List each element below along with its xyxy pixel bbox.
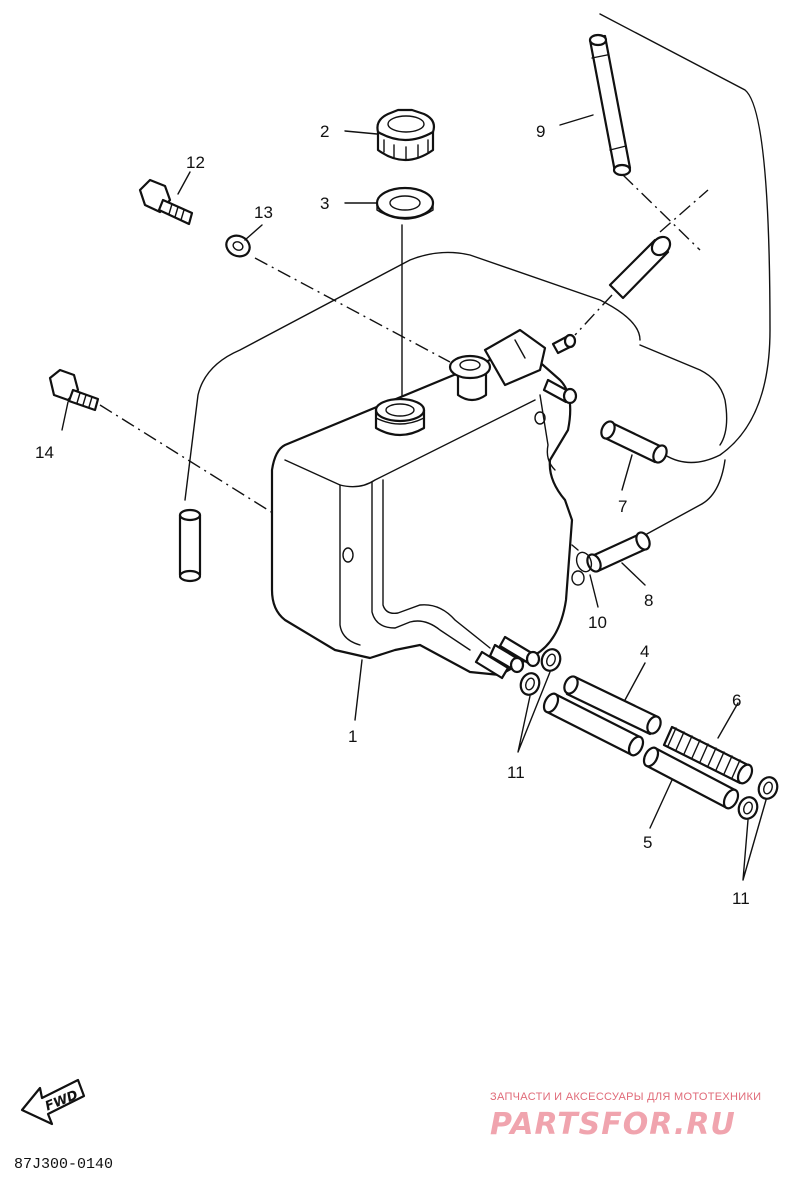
oil-tank-nipple-right	[542, 378, 578, 405]
oil-tank-recess-inner	[382, 479, 491, 649]
oil-tank-mount-hole-2	[534, 411, 546, 425]
spring-6	[662, 725, 754, 785]
clip-10	[571, 544, 593, 573]
leader-7	[621, 454, 633, 491]
callouts: 2 3 12 13 14 9 7 8 10 1 4 6 5 11 11	[35, 122, 750, 908]
callout-2: 2	[320, 122, 329, 141]
leader-5	[649, 779, 673, 829]
hose-short-upper	[608, 235, 672, 300]
hose-loop-line	[184, 251, 641, 501]
callout-9: 9	[536, 122, 545, 141]
callout-11-right: 11	[732, 889, 750, 908]
oil-tank-front-edge	[339, 484, 361, 646]
washer-13	[225, 234, 251, 258]
oil-tank-body	[270, 350, 574, 677]
oil-tank-bracket	[483, 328, 547, 387]
leader-lines	[61, 114, 767, 881]
hose-9	[588, 33, 632, 177]
leader-10	[589, 574, 599, 608]
oil-tank-bracket-slot	[514, 339, 526, 359]
fwd-arrow: FWD	[20, 1078, 86, 1126]
callout-7: 7	[618, 497, 627, 516]
oil-tank-mount-hole-3	[571, 570, 585, 586]
callout-12: 12	[186, 153, 205, 172]
callout-1: 1	[348, 727, 357, 746]
callout-14: 14	[35, 443, 54, 462]
callout-5: 5	[643, 833, 652, 852]
drawing-code: 87J300-0140	[14, 1156, 113, 1173]
leader-9	[559, 114, 594, 126]
leader-1	[354, 659, 363, 721]
leader-2	[344, 130, 378, 135]
hose-8	[586, 531, 651, 573]
oil-tank	[270, 328, 585, 680]
hose-route-line-9	[622, 174, 701, 251]
leader-4	[624, 662, 646, 701]
ref-line-13	[254, 257, 451, 363]
oil-tank-outlet-nipples	[474, 635, 541, 680]
leader-12	[177, 171, 191, 195]
callout-10: 10	[588, 613, 607, 632]
reference-lines	[99, 13, 771, 556]
leader-6	[717, 702, 739, 739]
callout-8: 8	[644, 591, 653, 610]
bolt-14	[48, 368, 100, 412]
bolt-12	[138, 178, 194, 226]
ref-line-8	[644, 459, 726, 536]
leader-11-left	[517, 671, 551, 753]
hose-4-lower	[542, 692, 645, 757]
cap-gasket	[375, 186, 435, 220]
watermark-tagline: ЗАПЧАСТИ И АКСЕССУАРЫ ДЛЯ МОТОТЕХНИКИ	[490, 1091, 761, 1103]
hose-short-left	[178, 508, 202, 583]
oil-tank-fitting-grommet	[448, 354, 492, 402]
leader-8	[621, 562, 646, 586]
callout-11-left: 11	[507, 763, 525, 782]
hose-route-dash-top	[659, 189, 709, 233]
leader-13	[244, 224, 263, 241]
leader-11-right	[742, 799, 767, 881]
hose-route-line-right	[599, 13, 771, 464]
clamp-11-left	[519, 648, 562, 696]
oil-tank-recess	[371, 481, 471, 651]
oil-tank-cap	[376, 108, 436, 162]
hose-4	[563, 675, 662, 736]
callout-3: 3	[320, 194, 329, 213]
hose-route-dash-mid	[574, 294, 613, 336]
watermark-brand: PARTSFOR.RU	[490, 1107, 736, 1142]
oil-tank-filler-neck	[374, 397, 426, 437]
clamp-11-right	[737, 776, 779, 820]
watermark: ЗАПЧАСТИ И АКСЕССУАРЫ ДЛЯ МОТОТЕХНИКИ PA…	[490, 1091, 761, 1142]
oil-tank-side-edge	[539, 394, 556, 471]
callout-4: 4	[640, 642, 649, 661]
callout-13: 13	[254, 203, 273, 222]
leader-14	[61, 401, 69, 431]
oil-tank-nipple-top	[551, 333, 577, 355]
oil-tank-mount-hole	[342, 547, 354, 563]
hose-loop-line-right	[639, 344, 728, 446]
fwd-arrow-icon	[20, 1078, 86, 1126]
hose-5	[642, 746, 740, 810]
hose-7	[600, 420, 668, 464]
callout-6: 6	[732, 691, 741, 710]
